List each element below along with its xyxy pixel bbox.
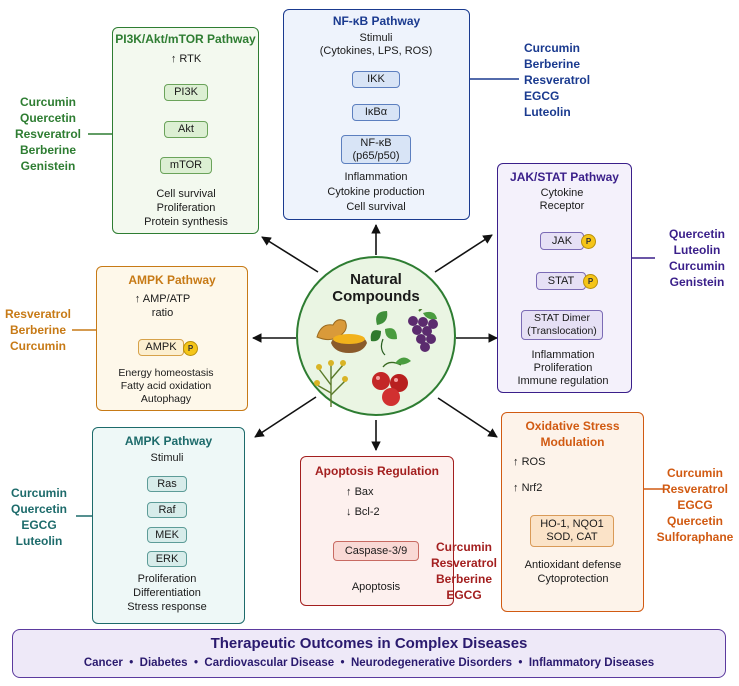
- outcomes-panel: Therapeutic Outcomes in Complex Diseases…: [12, 629, 726, 678]
- arrow-to-jak: [434, 234, 493, 273]
- stat-phospho: P: [583, 274, 598, 289]
- center-title-1: Natural: [350, 271, 402, 288]
- turmeric-icon: [316, 319, 367, 353]
- mapk-title: AMPK Pathway: [124, 434, 213, 448]
- mtor-node: mTOR: [160, 157, 212, 174]
- center-arrows: [252, 224, 498, 451]
- natural-compounds-illustration: [314, 309, 438, 407]
- mapk-out1: Proliferation: [137, 573, 197, 585]
- arrow-to-ox: [437, 397, 498, 438]
- erk-node: ERK: [147, 551, 187, 567]
- berries-icon: [372, 357, 411, 406]
- ampk-out1: Energy homeostasis: [118, 367, 214, 379]
- apop-bcl2: ↓ Bcl-2: [346, 506, 380, 518]
- stat-node: STAT: [536, 272, 586, 290]
- ox-out2: Cytoprotection: [537, 573, 609, 585]
- nfkb-title: NF-κB Pathway: [332, 14, 421, 28]
- nfkb-out1: Inflammation: [344, 171, 408, 183]
- ampk-out3: Autophagy: [140, 393, 192, 405]
- outcomes-list: Cancer • Diabetes • Cardiovascular Disea…: [83, 657, 655, 669]
- ampk-out2: Fatty acid oxidation: [120, 380, 212, 392]
- ikk-node: IKK: [352, 71, 400, 88]
- ox-title: Oxidative Stress: [525, 419, 620, 433]
- nfkb-node: NF-κB(p65/p50): [341, 135, 411, 164]
- akt-node: Akt: [164, 121, 208, 138]
- herb-icon: [314, 360, 348, 407]
- mapk-out2: Differentiation: [133, 587, 201, 599]
- pi3k-out2: Proliferation: [156, 202, 216, 214]
- nfkb-stimuli-detail: (Cytokines, LPS, ROS): [319, 45, 433, 57]
- ampk-node: AMPK: [138, 339, 184, 356]
- arrow-to-pi3k: [261, 236, 319, 273]
- ox-ros: ↑ ROS: [513, 456, 546, 468]
- jak-cytokine: Cytokine: [540, 187, 584, 199]
- jak-out2: Proliferation: [533, 362, 593, 374]
- pi3k-out1: Cell survival: [156, 188, 216, 200]
- ikba-node: IκBα: [352, 104, 400, 121]
- pi3k-node: PI3K: [164, 84, 208, 101]
- stat-dimer-node: STAT Dimer(Translocation): [521, 310, 603, 340]
- ampk-ratio: ↑ AMP/ATP: [134, 293, 191, 305]
- apop-panel: Apoptosis Regulation: [300, 456, 454, 606]
- grapes-icon: [408, 309, 438, 352]
- leaves-icon: [370, 311, 397, 356]
- nfkb-out3: Cell survival: [346, 201, 406, 213]
- apop-out: Apoptosis: [351, 581, 401, 593]
- outcomes-title: Therapeutic Outcomes in Complex Diseases: [210, 635, 528, 652]
- ox-nrf2: ↑ Nrf2: [513, 482, 543, 494]
- jak-out3: Immune regulation: [517, 375, 609, 387]
- jak-receptor: Receptor: [539, 200, 585, 212]
- ampk-panel: AMPK Pathway: [96, 266, 248, 411]
- pi3k-title: PI3K/Akt/mTOR Pathway: [115, 32, 256, 46]
- pi3k-out3: Protein synthesis: [144, 216, 228, 228]
- ras-node: Ras: [147, 476, 187, 492]
- mapk-stimuli: Stimuli: [150, 452, 184, 464]
- mek-node: MEK: [147, 527, 187, 543]
- apop-title: Apoptosis Regulation: [315, 464, 439, 478]
- jak-node: JAK: [540, 232, 584, 250]
- mapk-panel: AMPK Pathway: [92, 427, 245, 624]
- mapk-out3: Stress response: [127, 601, 207, 613]
- jak-title: JAK/STAT Pathway: [510, 170, 619, 184]
- ampk-title: AMPK Pathway: [128, 273, 216, 287]
- ampk-phospho: P: [183, 341, 198, 356]
- nfkb-stimuli: Stimuli: [359, 32, 393, 44]
- ox-out1: Antioxidant defense: [524, 559, 622, 571]
- caspase-node: Caspase-3/9: [333, 541, 419, 561]
- jak-phospho: P: [581, 234, 596, 249]
- ampk-ratio-2: ratio: [151, 307, 174, 319]
- center-title-2: Compounds: [332, 288, 420, 305]
- raf-node: Raf: [147, 502, 187, 518]
- arrow-to-mapk: [254, 396, 317, 438]
- jak-out1: Inflammation: [531, 349, 595, 361]
- ox-panel: Oxidative Stress Modulation: [501, 412, 644, 612]
- apop-bax: ↑ Bax: [346, 486, 374, 498]
- ox-title-2: Modulation: [540, 435, 605, 449]
- nfkb-out2: Cytokine production: [327, 186, 425, 198]
- pi3k-rtk: ↑ RTK: [170, 53, 202, 65]
